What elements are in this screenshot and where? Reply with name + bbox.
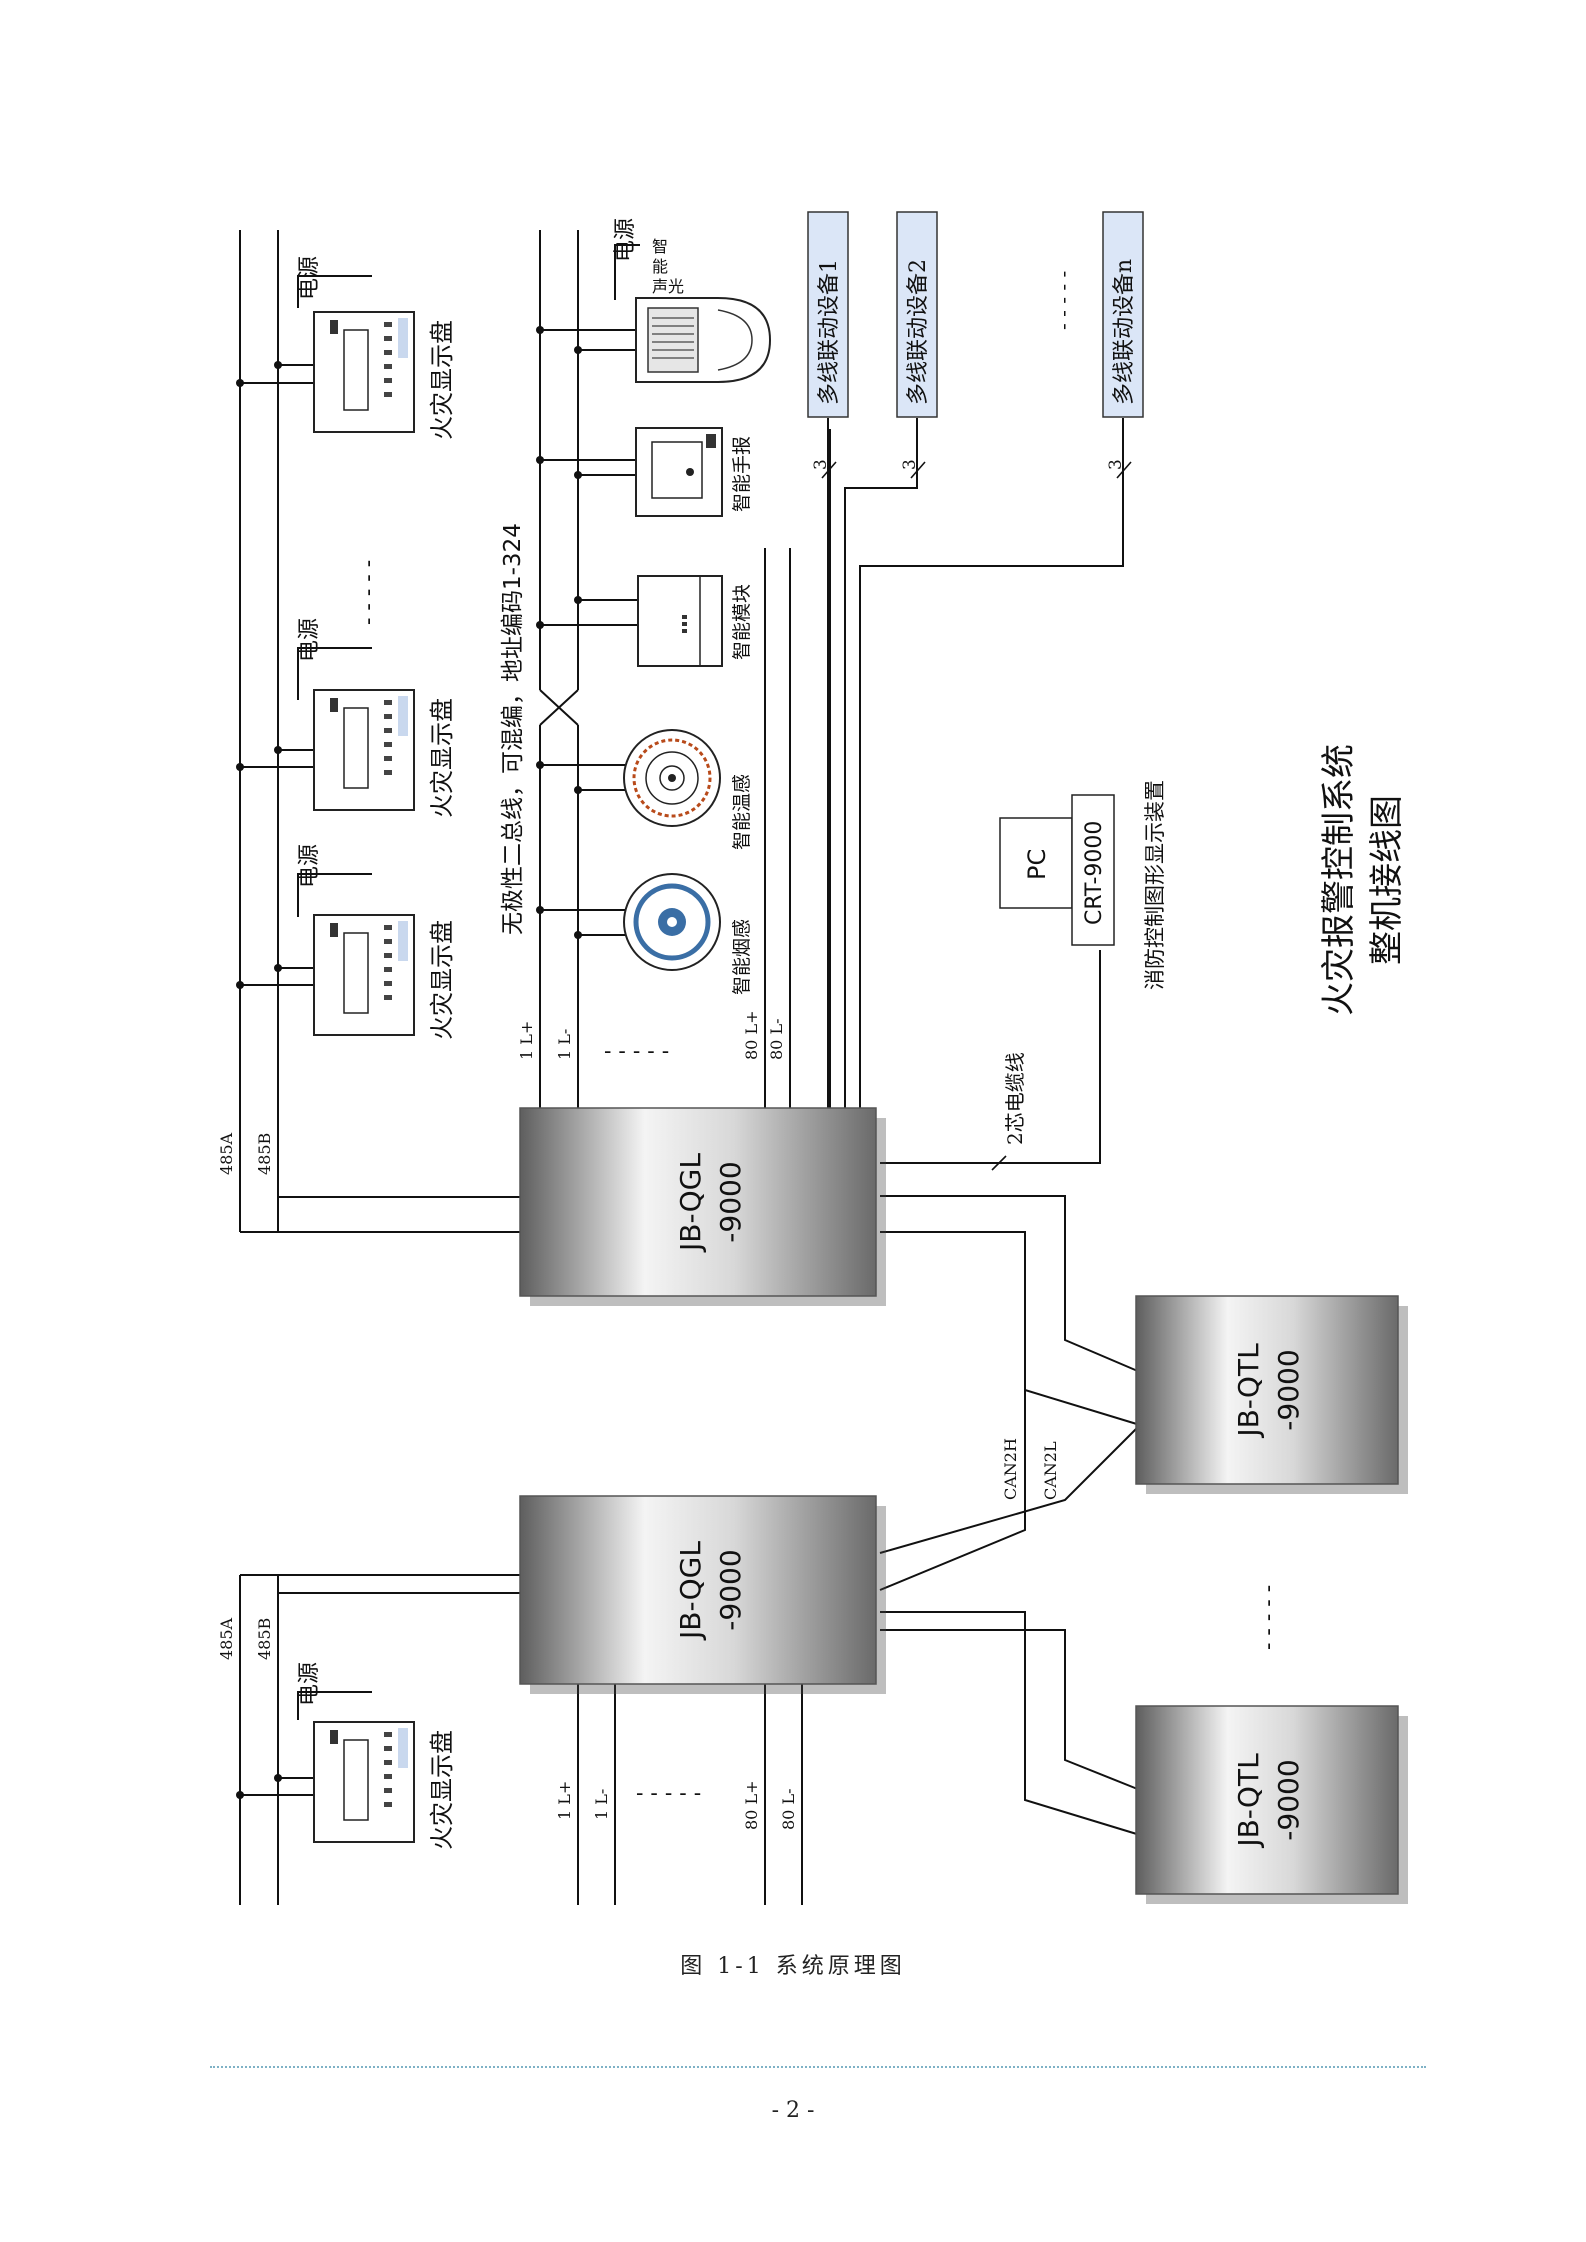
sound-light-alarm-icon <box>635 297 772 383</box>
page-number: - 2 - <box>771 2098 815 2123</box>
qtl-ellipsis: - - - - - <box>1256 1585 1281 1650</box>
label-can2h: CAN2H <box>1001 1438 1020 1500</box>
linkage-label-1: 多线联动设备1 <box>817 259 842 405</box>
module-label: 智能模块 <box>731 584 753 660</box>
cable-label: 2芯电缆线 <box>1003 1052 1027 1145</box>
linkage-device-box-2 <box>896 211 938 418</box>
label-80lm-lower: 80 L- <box>779 1789 798 1830</box>
junction-dots <box>236 326 582 1799</box>
display-panel-label-4: 火灾显示盘 <box>428 1730 456 1850</box>
temp-label: 智能温感 <box>731 774 753 850</box>
label-80lm-upper: 80 L- <box>767 1019 786 1060</box>
manual-call-point-icon <box>635 427 723 517</box>
qgl-lower-line2: -9000 <box>714 1549 747 1630</box>
manual-label: 智能手报 <box>731 436 753 512</box>
fire-display-panel-1 <box>313 311 415 433</box>
footer-divider <box>210 2066 1426 2068</box>
display-panel-label-1: 火灾显示盘 <box>428 320 456 440</box>
qtl-lower-line1: JB-QTL <box>1232 1753 1265 1849</box>
alarm-char-3: 声 <box>652 277 668 296</box>
alarm-char-2: 能 <box>652 257 668 276</box>
fire-display-panel-2 <box>313 689 415 811</box>
display-panel-label-3: 火灾显示盘 <box>428 920 456 1040</box>
label-485a-upper: 485A <box>217 1132 236 1175</box>
wiring-lines <box>239 230 1141 1905</box>
label-can2l: CAN2L <box>1041 1441 1060 1500</box>
qgl-upper-line1: JB-QGL <box>674 1153 707 1253</box>
qgl-upper-line2: -9000 <box>714 1161 747 1242</box>
power-label-2: 电源 <box>297 618 322 662</box>
module-icon <box>637 575 723 667</box>
wire-count-ticks <box>821 461 1132 1171</box>
label-1lp-lower: 1 L+ <box>555 1781 574 1820</box>
linkage-label-2: 多线联动设备2 <box>906 259 931 405</box>
loop-ellipsis-lower: - - - - - <box>636 1781 701 1806</box>
linkage-label-n: 多线联动设备n <box>1112 259 1137 405</box>
power-label-alarm: 电源 <box>613 218 638 262</box>
qtl-upper-line2: -9000 <box>1272 1349 1305 1430</box>
crt-caption: 消防控制图形显示装置 <box>1143 780 1167 990</box>
linkage-device-box-1 <box>807 211 849 418</box>
bus-annotation: 无极性二总线，可混编，地址编码1-324 <box>500 523 526 935</box>
qtl-lower-line2: -9000 <box>1272 1759 1305 1840</box>
diagram-title-line1: 火灾报警控制系统 <box>1319 744 1359 1016</box>
fire-display-panel-4 <box>313 1721 415 1843</box>
label-485b-lower: 485B <box>255 1618 274 1660</box>
pc-label: PC <box>1023 849 1051 880</box>
alarm-char-1: 智 <box>652 237 668 256</box>
controller-qtl-upper <box>1135 1295 1408 1494</box>
smoke-detector-icon <box>623 873 721 971</box>
wire-count-n: 3 <box>1106 459 1126 470</box>
heat-detector-icon <box>623 729 721 827</box>
wire-count-2: 3 <box>900 459 920 470</box>
alarm-char-4: 光 <box>668 277 684 296</box>
power-label-3: 电源 <box>297 844 322 888</box>
fire-display-panel-3 <box>313 914 415 1036</box>
power-label-1: 电源 <box>297 256 322 300</box>
controller-qgl-lower <box>519 1495 886 1694</box>
label-1lm-lower: 1 L- <box>592 1789 611 1820</box>
wire-count-1: 3 <box>811 459 831 470</box>
label-485b-upper: 485B <box>255 1133 274 1175</box>
controller-qtl-lower <box>1135 1705 1408 1904</box>
linkage-ellipsis: - - - - - <box>1051 271 1075 330</box>
qtl-upper-line1: JB-QTL <box>1232 1343 1265 1439</box>
label-1lm-upper: 1 L- <box>555 1029 574 1060</box>
power-label-4: 电源 <box>297 1662 322 1706</box>
qgl-lower-line1: JB-QGL <box>674 1541 707 1641</box>
label-1lp-upper: 1 L+ <box>517 1021 536 1060</box>
smoke-label: 智能烟感 <box>731 919 753 995</box>
controller-qgl-upper <box>519 1107 886 1306</box>
display-panel-label-2: 火灾显示盘 <box>428 698 456 818</box>
crt-box <box>1071 794 1115 946</box>
label-80lp-lower: 80 L+ <box>742 1781 761 1830</box>
loop-ellipsis-upper: - - - - - <box>604 1039 669 1064</box>
diagram-title-line2: 整机接线图 <box>1367 795 1407 965</box>
display-ellipsis: - - - - - <box>356 560 381 625</box>
label-80lp-upper: 80 L+ <box>742 1011 761 1060</box>
crt-label: CRT-9000 <box>1082 821 1107 925</box>
figure-caption: 图 1-1 系统原理图 <box>680 1954 906 1979</box>
pc-box <box>999 817 1073 909</box>
linkage-device-box-n <box>1102 211 1144 418</box>
label-485a-lower: 485A <box>217 1617 236 1660</box>
